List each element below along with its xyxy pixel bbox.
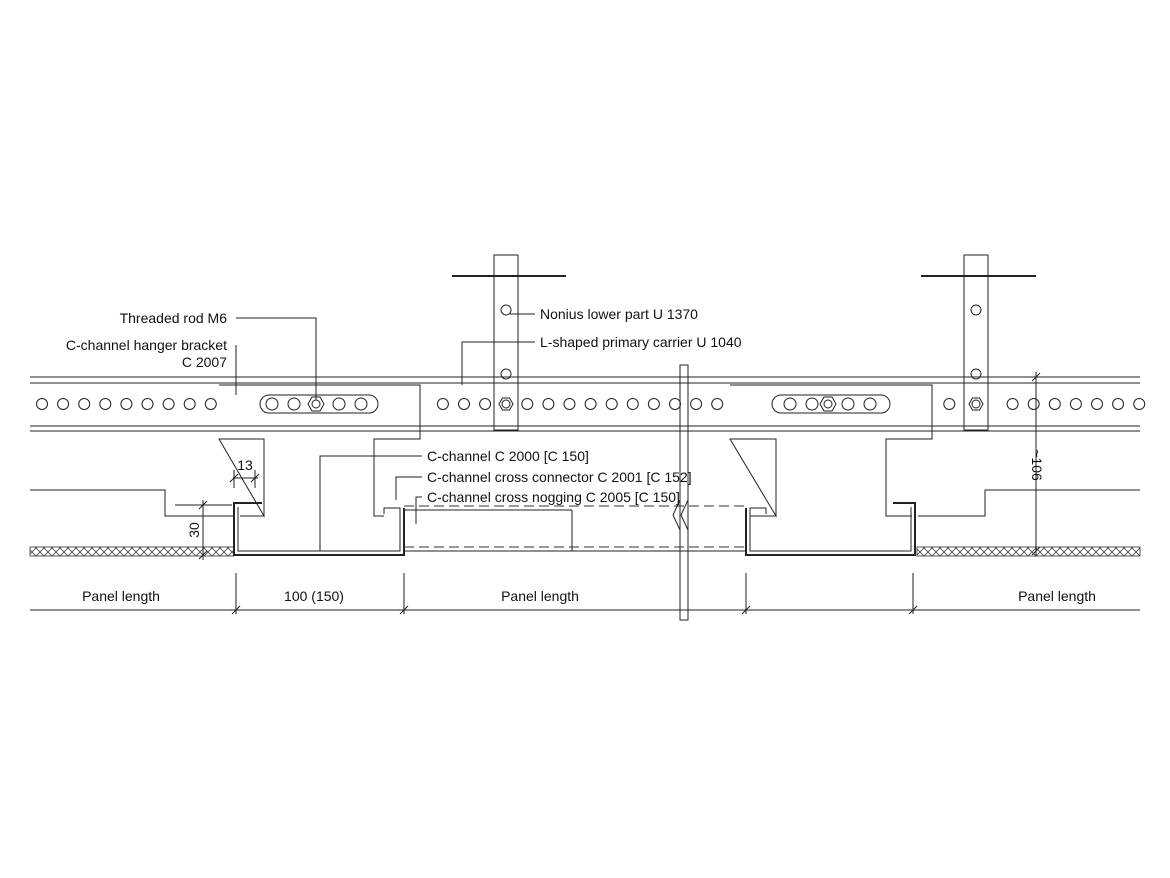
primary-carrier-rail [30,376,1146,432]
dim-30 [175,500,232,560]
carrier-hole [183,398,196,410]
nut-icon [498,397,514,411]
carrier-hole [1027,398,1040,410]
carrier-hole [943,398,956,410]
label-c-channel: C-channel C 2000 [C 150] [427,448,589,464]
dim-30-label: 30 [186,522,202,538]
carrier-hole [204,398,217,410]
cross-nogging [404,505,746,552]
nonius-hanger-right [921,254,1036,431]
nut-icon [968,397,984,411]
carrier-hole [1133,398,1146,410]
slot-hole [354,397,368,411]
slot-hole [332,397,346,411]
slot-hole [287,397,301,411]
carrier-hole [669,398,681,410]
carrier-hole [711,398,724,410]
carrier-hole [647,398,660,410]
label-hanger-bracket-code: C 2007 [182,354,227,370]
carrier-hole [36,398,48,410]
carrier-hole [78,398,91,410]
carrier-hole [99,398,112,410]
dim-panel-length-left: Panel length [82,588,160,604]
c-channel-right [745,502,916,556]
dim-13 [229,470,260,488]
carrier-hole [57,398,70,410]
label-primary-carrier: L-shaped primary carrier U 1040 [540,334,742,350]
carrier-hole [436,398,449,410]
carrier-hole [690,398,703,410]
carrier-hole [1048,398,1061,410]
label-threaded-rod: Threaded rod M6 [120,310,228,326]
dim-panel-length-mid: Panel length [501,588,579,604]
carrier-hole [1006,398,1019,410]
carrier-hole [563,398,576,410]
carrier-hole [479,398,492,410]
dimension-tick [741,605,751,615]
dimension-tick [231,605,241,615]
dim-gap: 100 (150) [284,588,344,604]
carrier-hole [626,398,639,410]
label-cross-nogging: C-channel cross nogging C 2005 [C 150] [427,489,680,505]
slot-hole [863,397,877,411]
hanger-bracket-right [729,384,933,518]
carrier-hole [1091,398,1103,410]
slot-hole [265,397,279,411]
c-channel-left [233,502,405,556]
dim-panel-length-right: Panel length [1018,588,1096,604]
carrier-hole [120,398,133,410]
label-hanger-bracket: C-channel hanger bracket [66,337,227,353]
carrier-holes [36,398,1146,410]
carrier-hole [458,398,470,410]
carrier-hole [1069,398,1082,410]
carrier-hole [141,398,154,410]
dimension-tick [908,605,918,615]
dimension-tick [399,605,409,615]
carrier-hole [605,398,618,410]
carrier-hole [521,398,534,410]
break-line [679,364,689,621]
dim-13-label: 13 [237,457,253,473]
carrier-hole [162,398,175,410]
slot-hole [805,397,819,411]
dim-106 [1031,372,1041,556]
slot-hole [783,397,797,411]
dimension-line [30,573,1140,615]
dim-106-label: ~106 [1029,449,1045,481]
leaders [235,313,535,551]
carrier-hole [584,398,597,410]
label-nonius: Nonius lower part U 1370 [540,306,698,322]
slot-hole [841,397,855,411]
label-cross-connector: C-channel cross connector C 2001 [C 152] [427,469,692,485]
carrier-hole [542,398,555,410]
carrier-hole [1112,398,1125,410]
